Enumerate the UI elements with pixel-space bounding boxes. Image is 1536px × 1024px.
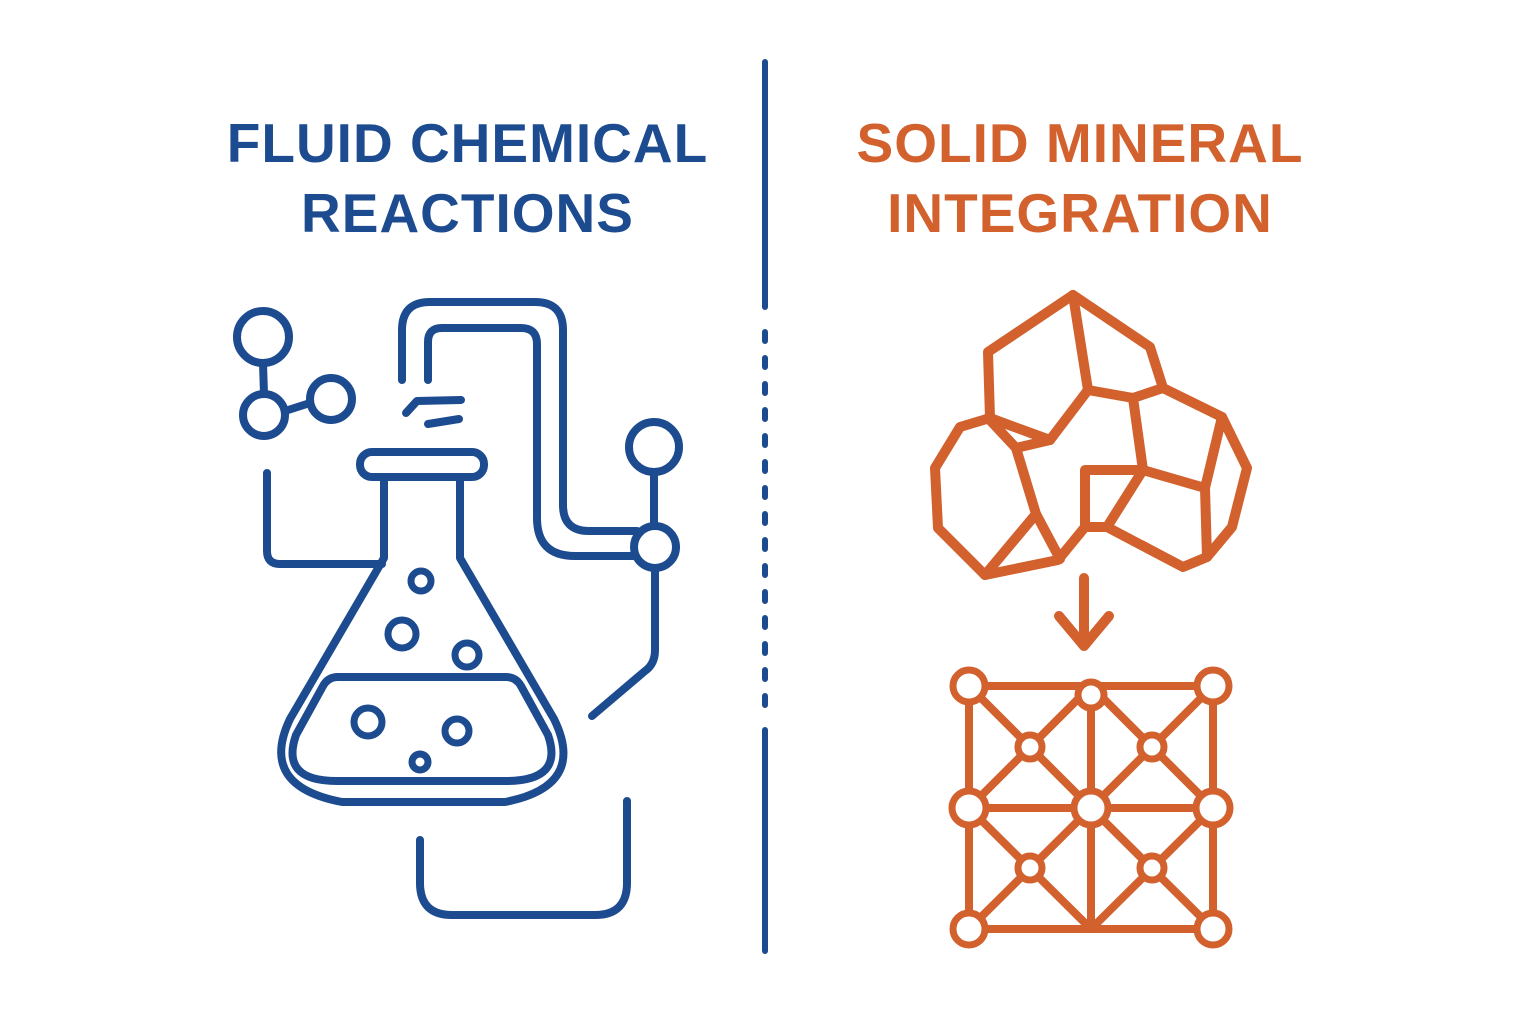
- beaker-bracket-icon: [263, 469, 386, 568]
- bubbles: [350, 567, 483, 774]
- left-title-line1: FLUID CHEMICAL: [226, 112, 709, 174]
- lattice-grid-icon: [948, 666, 1234, 949]
- right-title-line1: SOLID MINERAL: [856, 112, 1304, 174]
- liquid-surface: [288, 673, 556, 785]
- erlenmeyer-flask-icon: [277, 448, 568, 806]
- chemical-flask-reaction-icon: [233, 298, 683, 919]
- right-section-title: SOLID MINERAL INTEGRATION: [820, 108, 1340, 248]
- stand-bracket-icon: [416, 797, 631, 919]
- faceted-rock-cluster-icon: [930, 290, 1252, 580]
- right-title-line2: INTEGRATION: [887, 182, 1273, 244]
- section-divider: [762, 59, 768, 954]
- left-title-line2: REACTIONS: [301, 182, 634, 244]
- lattice-nodes: [948, 666, 1234, 949]
- left-section-title: FLUID CHEMICAL REACTIONS: [195, 108, 740, 248]
- node-circles-icon: [588, 418, 683, 720]
- condenser-pipe-icon: [398, 298, 641, 560]
- down-arrow-icon: [1054, 573, 1114, 651]
- molecule-icon: [233, 307, 356, 440]
- vapor-marks-icon: [402, 396, 465, 428]
- mineral-rocks-to-lattice-icon: [930, 290, 1252, 949]
